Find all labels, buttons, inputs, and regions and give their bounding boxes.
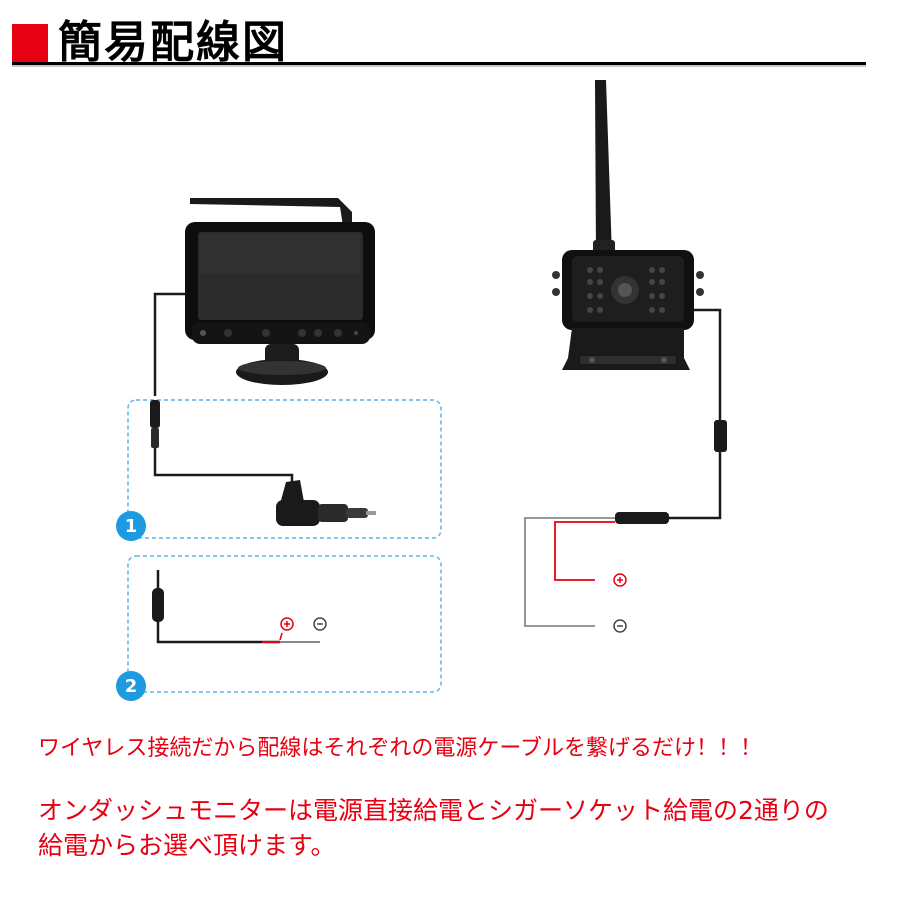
option2-plus-icon (280, 617, 294, 631)
camera (552, 80, 704, 370)
monitor-screen (198, 232, 363, 320)
description-line-2: オンダッシュモニターは電源直接給電とシガーソケット給電の2通りの (38, 796, 829, 825)
monitor (185, 198, 375, 385)
camera-antenna (595, 80, 612, 256)
title-underline-shadow (12, 65, 866, 67)
description-line-3: 給電からお選べ頂けます。 (38, 831, 336, 860)
page-title: 簡易配線図 (58, 17, 288, 68)
title-underline (12, 62, 866, 65)
inline-fuse (152, 588, 164, 622)
camera-positive-wire (554, 521, 615, 581)
cigarette-plug (276, 480, 376, 526)
option2-minus-icon (313, 617, 327, 631)
monitor-button-bar (192, 322, 370, 344)
camera-plus-icon (613, 573, 627, 587)
option2-box (127, 555, 442, 693)
camera-power-connector (615, 512, 669, 524)
option1-connector (150, 400, 160, 428)
title-marker (12, 24, 48, 62)
option1-badge: 1 (116, 511, 146, 541)
option2-badge: 2 (116, 671, 146, 701)
camera-minus-icon (613, 619, 627, 633)
option2-cable (156, 622, 280, 644)
camera-negative-wire (524, 517, 615, 627)
monitor-antenna (190, 198, 352, 226)
header: 簡易配線図 (0, 0, 900, 70)
camera-connector (714, 420, 727, 452)
description-line-1: ワイヤレス接続だから配線はそれぞれの電源ケーブルを繋げるだけ！！！ (38, 736, 763, 761)
option1-box (127, 399, 442, 539)
option1-badge-label: 1 (125, 516, 138, 537)
option1-cable (153, 448, 294, 490)
camera-cable (694, 308, 722, 420)
monitor-cable (153, 292, 185, 396)
option2-badge-label: 2 (125, 676, 138, 697)
wiring-diagram: 1 2 (116, 80, 727, 701)
